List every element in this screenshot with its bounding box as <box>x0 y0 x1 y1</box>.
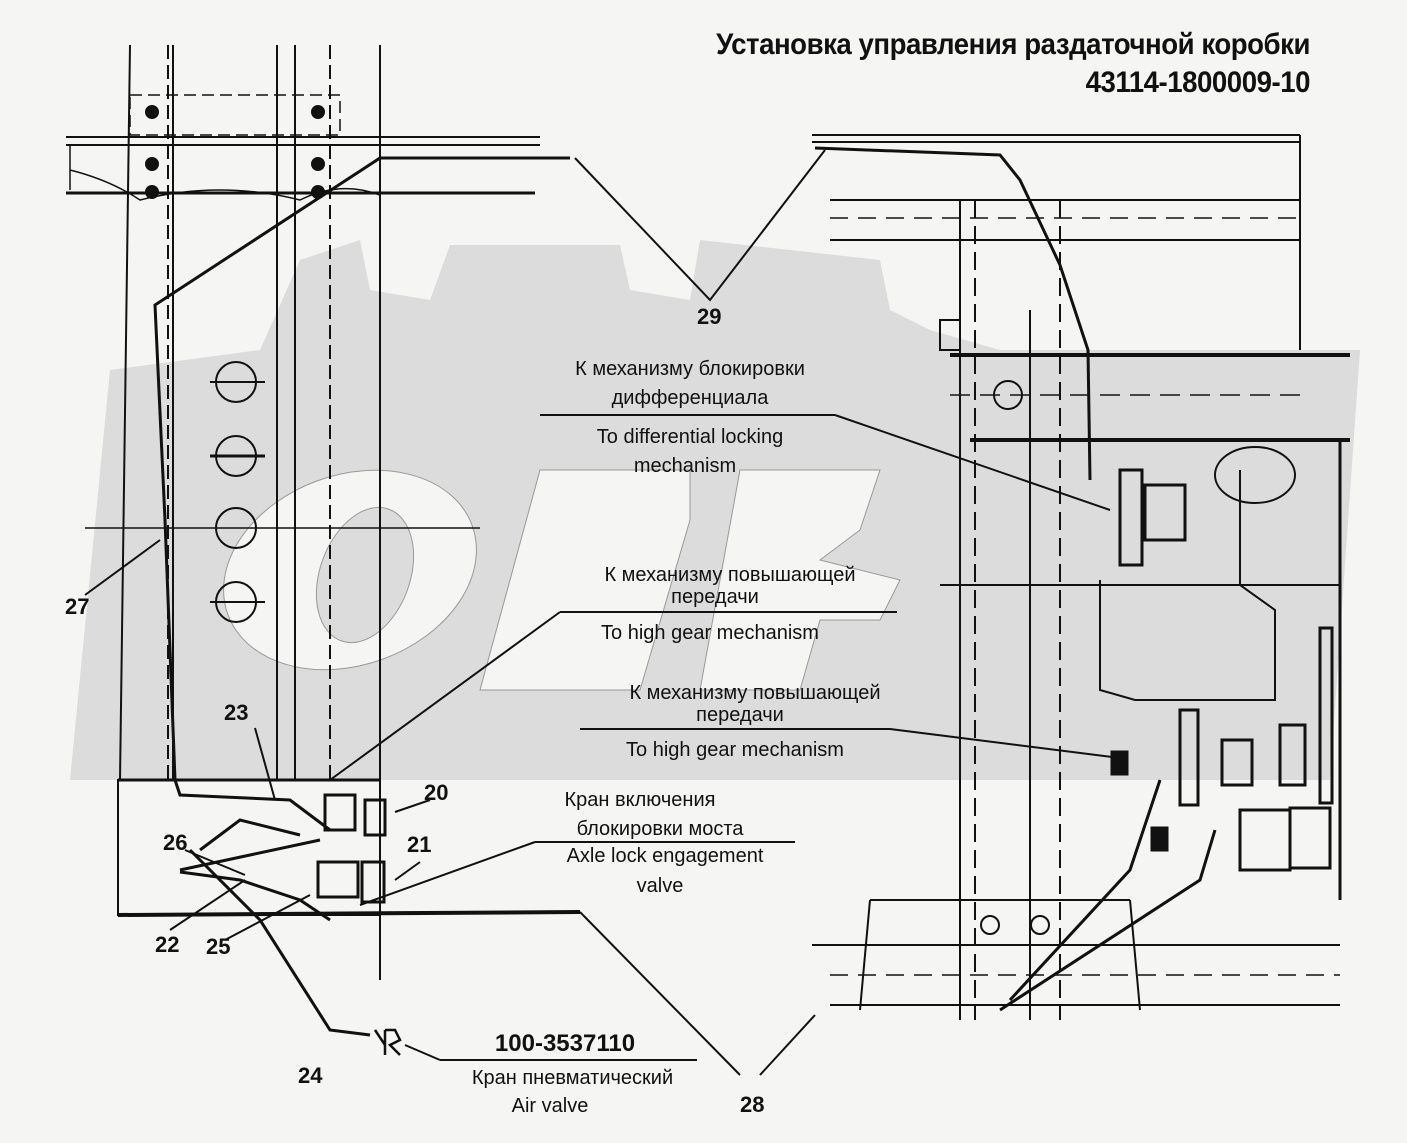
air-valve-part-number: 100-3537110 <box>494 1030 636 1057</box>
callout-axle-lock-ru-1: Кран включения <box>564 789 716 811</box>
callout-axle-lock-en-1: Axle lock engagement <box>566 845 764 867</box>
part-number-22: 22 <box>155 932 180 957</box>
callout-diff-lock-ru-1: К механизму блокировки <box>575 358 805 380</box>
callout-high-gear-2-ru-2: передачи <box>696 704 784 726</box>
callout-high-gear-ru-1: К механизму повышающей <box>604 564 856 586</box>
air-valve-ru: Кран пневматический <box>471 1067 674 1089</box>
drawing-title: Установка управления раздаточной коробки <box>716 28 1310 61</box>
air-pipe-29 <box>814 146 1092 481</box>
callout-high-gear-2-en: To high gear mechanism <box>626 739 844 761</box>
callout-axle-lock-ru-2: блокировки моста <box>576 818 744 840</box>
air-pipe-24 <box>188 848 371 1037</box>
callout-high-gear-2-ru-1: К механизму повышающей <box>629 682 881 704</box>
part-number-27: 27 <box>65 594 90 619</box>
callout-high-gear-ru-2: передачи <box>671 586 759 608</box>
part-number-21: 21 <box>407 832 432 857</box>
part-number-26: 26 <box>163 830 188 855</box>
part-number-25: 25 <box>206 934 231 959</box>
watermark-letters <box>223 469 901 691</box>
frame-rail <box>119 44 131 781</box>
air-valve-en: Air valve <box>511 1095 589 1117</box>
callout-diff-lock-ru-2: дифференциала <box>611 387 769 409</box>
part-number-24: 24 <box>298 1063 323 1088</box>
callout-diff-lock-en-2: mechanism <box>633 455 737 477</box>
drawing-number: 43114-1800009-10 <box>1085 66 1311 99</box>
callout-high-gear-en: To high gear mechanism <box>601 622 819 644</box>
part-number-29: 29 <box>697 304 722 329</box>
callout-axle-lock-en-2: valve <box>636 875 684 897</box>
part-number-28: 28 <box>740 1092 765 1117</box>
part-number-23: 23 <box>224 700 249 725</box>
part-number-20: 20 <box>424 780 449 805</box>
callout-diff-lock-en-1: To differential locking <box>596 426 784 448</box>
air-valve-symbol <box>373 1028 402 1056</box>
